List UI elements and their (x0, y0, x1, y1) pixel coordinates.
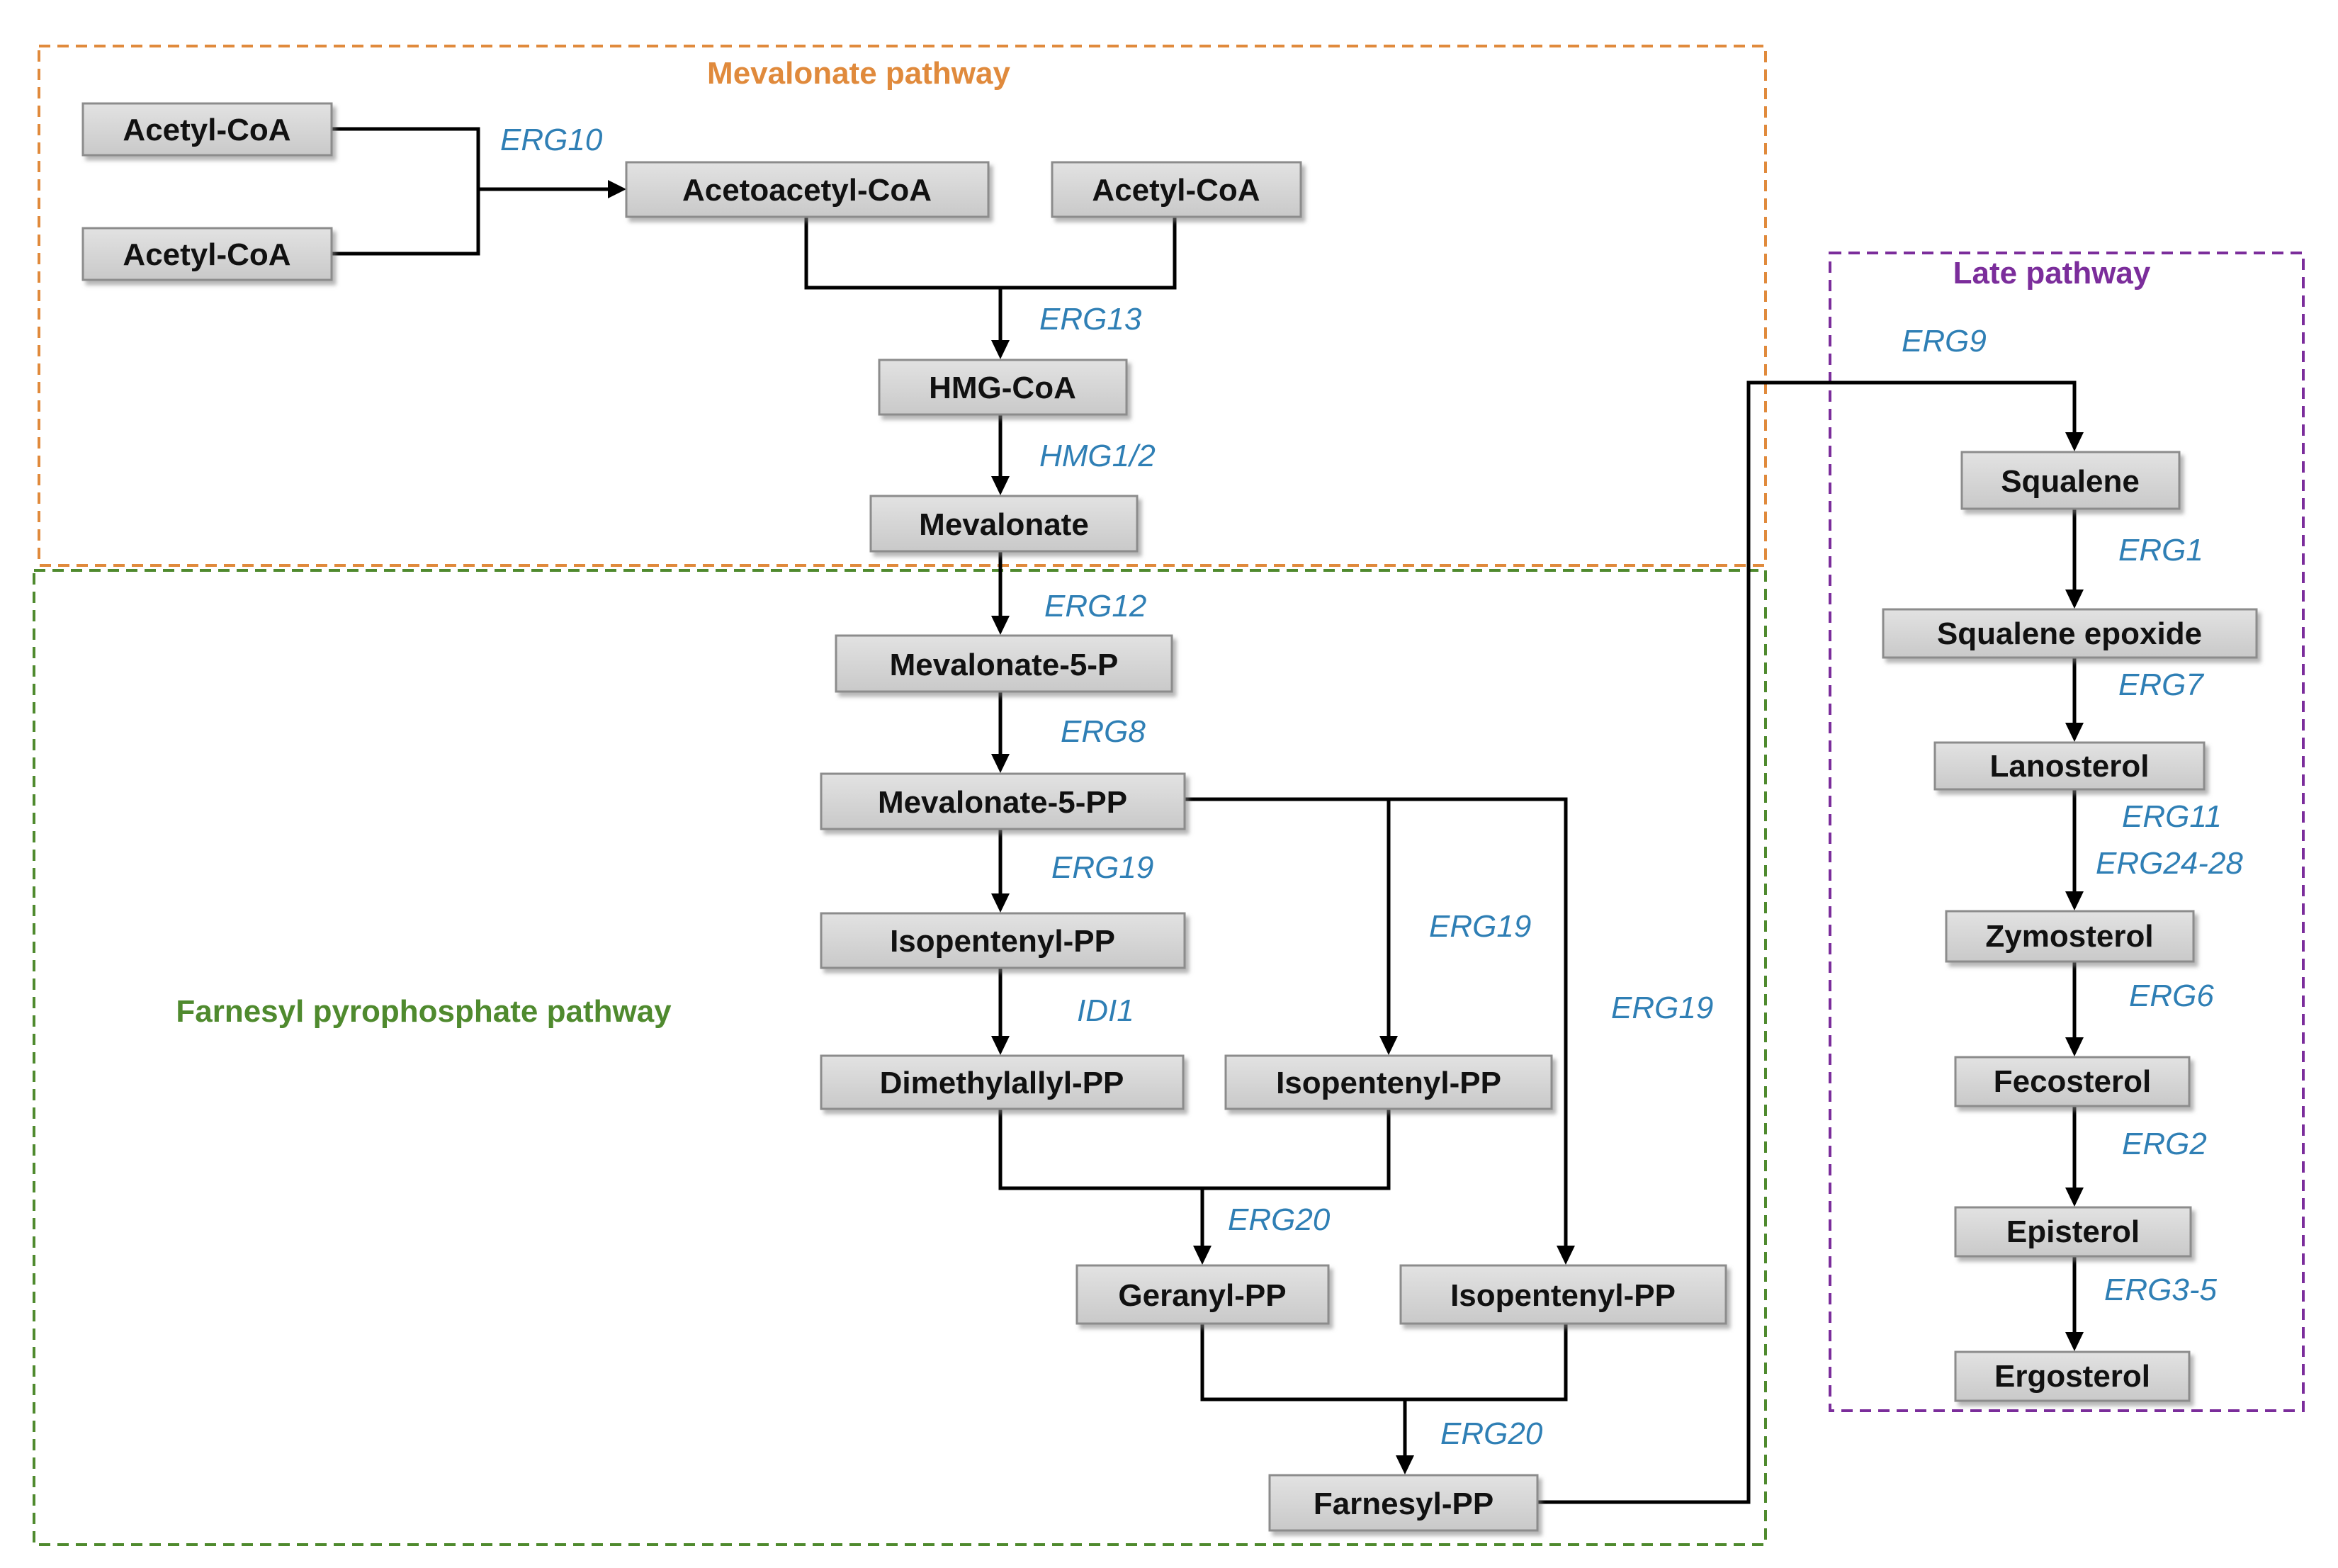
node-mevalonate-5p: Mevalonate-5-P (835, 634, 1173, 693)
arrowhead-lanosterol (2065, 723, 2084, 742)
node-zymosterol: Zymosterol (1945, 910, 2195, 963)
enzyme-erg11: ERG11 (2122, 799, 2222, 834)
enzyme-erg20-a: ERG20 (1228, 1202, 1331, 1237)
svg-text:Squalene epoxide: Squalene epoxide (1937, 616, 2202, 651)
arrowhead-geranyl (1193, 1246, 1212, 1265)
edge-acetyl-merge (332, 127, 480, 256)
enzyme-labels: ERG10 ERG13 HMG1/2 ERG12 ERG8 ERG19 ERG1… (500, 123, 2243, 1451)
edge-dmapp-ipp-merge (998, 1109, 1391, 1190)
node-lanosterol: Lanosterol (1933, 741, 2206, 791)
svg-text:Isopentenyl-PP: Isopentenyl-PP (1450, 1278, 1676, 1313)
arrowhead-mevalonate-5p (991, 616, 1010, 635)
edge-acetoacetyl-merge (804, 217, 1177, 290)
enzyme-idi1: IDI1 (1077, 993, 1134, 1028)
arrowhead-squalene (2065, 432, 2084, 451)
svg-text:HMG-CoA: HMG-CoA (929, 371, 1076, 405)
node-mevalonate-5pp: Mevalonate-5-PP (820, 772, 1186, 830)
node-acetoacetyl-coa: Acetoacetyl-CoA (625, 161, 990, 218)
enzyme-erg12: ERG12 (1044, 589, 1146, 624)
node-isopentenyl-pp-1: Isopentenyl-PP (820, 912, 1186, 969)
svg-text:Farnesyl-PP: Farnesyl-PP (1314, 1487, 1493, 1521)
enzyme-erg7: ERG7 (2118, 667, 2204, 702)
late-region-box (1829, 252, 2305, 1412)
node-ergosterol: Ergosterol (1954, 1350, 2191, 1402)
node-fecosterol: Fecosterol (1954, 1056, 2191, 1107)
svg-text:Mevalonate: Mevalonate (919, 507, 1089, 542)
enzyme-erg20-b: ERG20 (1440, 1416, 1543, 1451)
enzyme-erg8: ERG8 (1061, 714, 1146, 749)
enzyme-erg3-5: ERG3-5 (2104, 1273, 2217, 1307)
svg-text:Episterol: Episterol (2006, 1214, 2140, 1249)
edge-geranyl-ipp-merge (1200, 1324, 1568, 1401)
arrowhead-ergosterol (2065, 1332, 2084, 1351)
svg-text:Ergosterol: Ergosterol (1994, 1359, 2150, 1394)
arrowhead-hmg-coa (991, 340, 1010, 359)
enzyme-erg1: ERG1 (2118, 533, 2203, 568)
enzyme-erg13: ERG13 (1039, 302, 1142, 337)
svg-text:Fecosterol: Fecosterol (1994, 1064, 2152, 1099)
enzyme-erg10: ERG10 (500, 123, 603, 157)
node-acetyl-coa-3: Acetyl-CoA (1051, 161, 1302, 218)
svg-text:Acetoacetyl-CoA: Acetoacetyl-CoA (682, 173, 932, 208)
arrowhead-mevalonate-5pp (991, 754, 1010, 773)
pathway-arrowheads (608, 180, 2084, 1474)
node-dimethylallyl-pp: Dimethylallyl-PP (820, 1054, 1185, 1110)
enzyme-erg9: ERG9 (1902, 324, 1987, 359)
node-mevalonate: Mevalonate (869, 495, 1139, 553)
svg-text:Squalene: Squalene (2001, 464, 2140, 499)
svg-text:Geranyl-PP: Geranyl-PP (1118, 1278, 1286, 1313)
svg-text:Mevalonate-5-PP: Mevalonate-5-PP (878, 785, 1127, 820)
edge-farnesyl-to-squalene (1537, 380, 2077, 1504)
mevalonate-region-title: Mevalonate pathway (707, 56, 1010, 91)
farnesyl-region-title: Farnesyl pyrophosphate pathway (176, 994, 672, 1029)
enzyme-erg6: ERG6 (2129, 978, 2214, 1013)
node-hmg-coa: HMG-CoA (878, 359, 1128, 416)
arrowhead-dimethylallyl (991, 1036, 1010, 1055)
arrowhead-acetoacetyl (608, 180, 626, 198)
node-episterol: Episterol (1954, 1206, 2192, 1258)
node-isopentenyl-pp-2: Isopentenyl-PP (1224, 1054, 1553, 1110)
arrowhead-farnesyl (1396, 1455, 1414, 1474)
arrowhead-episterol (2065, 1188, 2084, 1207)
svg-text:Acetyl-CoA: Acetyl-CoA (1092, 173, 1260, 208)
arrowhead-mevalonate (991, 476, 1010, 495)
edge-branch-top (1185, 797, 1568, 1248)
node-squalene-epoxide: Squalene epoxide (1882, 608, 2258, 659)
farnesyl-region-box (33, 569, 1767, 1546)
node-farnesyl-pp: Farnesyl-PP (1268, 1474, 1539, 1532)
node-geranyl-pp: Geranyl-PP (1075, 1264, 1330, 1325)
node-acetyl-coa-1: Acetyl-CoA (81, 102, 333, 157)
enzyme-erg19-b: ERG19 (1429, 909, 1531, 944)
arrowhead-isopentenyl-2 (1379, 1036, 1398, 1055)
svg-text:Isopentenyl-PP: Isopentenyl-PP (1276, 1066, 1501, 1100)
arrowhead-fecosterol (2065, 1037, 2084, 1056)
arrowhead-isopentenyl-1 (991, 893, 1010, 913)
late-region-title: Late pathway (1953, 256, 2151, 291)
enzyme-erg19-a: ERG19 (1051, 850, 1153, 885)
arrowhead-zymosterol (2065, 891, 2084, 910)
svg-text:Acetyl-CoA: Acetyl-CoA (123, 113, 290, 147)
enzyme-erg24-28: ERG24-28 (2096, 846, 2243, 881)
enzyme-erg2: ERG2 (2122, 1127, 2207, 1161)
enzyme-erg19-c: ERG19 (1611, 991, 1713, 1025)
node-isopentenyl-pp-3: Isopentenyl-PP (1399, 1264, 1727, 1325)
svg-text:Acetyl-CoA: Acetyl-CoA (123, 237, 290, 272)
svg-text:Mevalonate-5-P: Mevalonate-5-P (890, 648, 1119, 682)
pathway-edges (332, 127, 2077, 1504)
svg-text:Zymosterol: Zymosterol (1985, 919, 2153, 954)
node-squalene: Squalene (1960, 451, 2181, 510)
metabolite-nodes: Acetyl-CoA Acetyl-CoA Acetoacetyl-CoA Ac… (81, 102, 2258, 1532)
node-acetyl-coa-2: Acetyl-CoA (81, 227, 333, 281)
svg-text:Isopentenyl-PP: Isopentenyl-PP (890, 924, 1115, 959)
enzyme-hmg: HMG1/2 (1039, 439, 1156, 473)
arrowhead-isopentenyl-3 (1557, 1246, 1575, 1265)
arrowhead-squalene-epoxide (2065, 590, 2084, 609)
svg-text:Lanosterol: Lanosterol (1990, 749, 2150, 784)
svg-text:Dimethylallyl-PP: Dimethylallyl-PP (880, 1066, 1124, 1100)
